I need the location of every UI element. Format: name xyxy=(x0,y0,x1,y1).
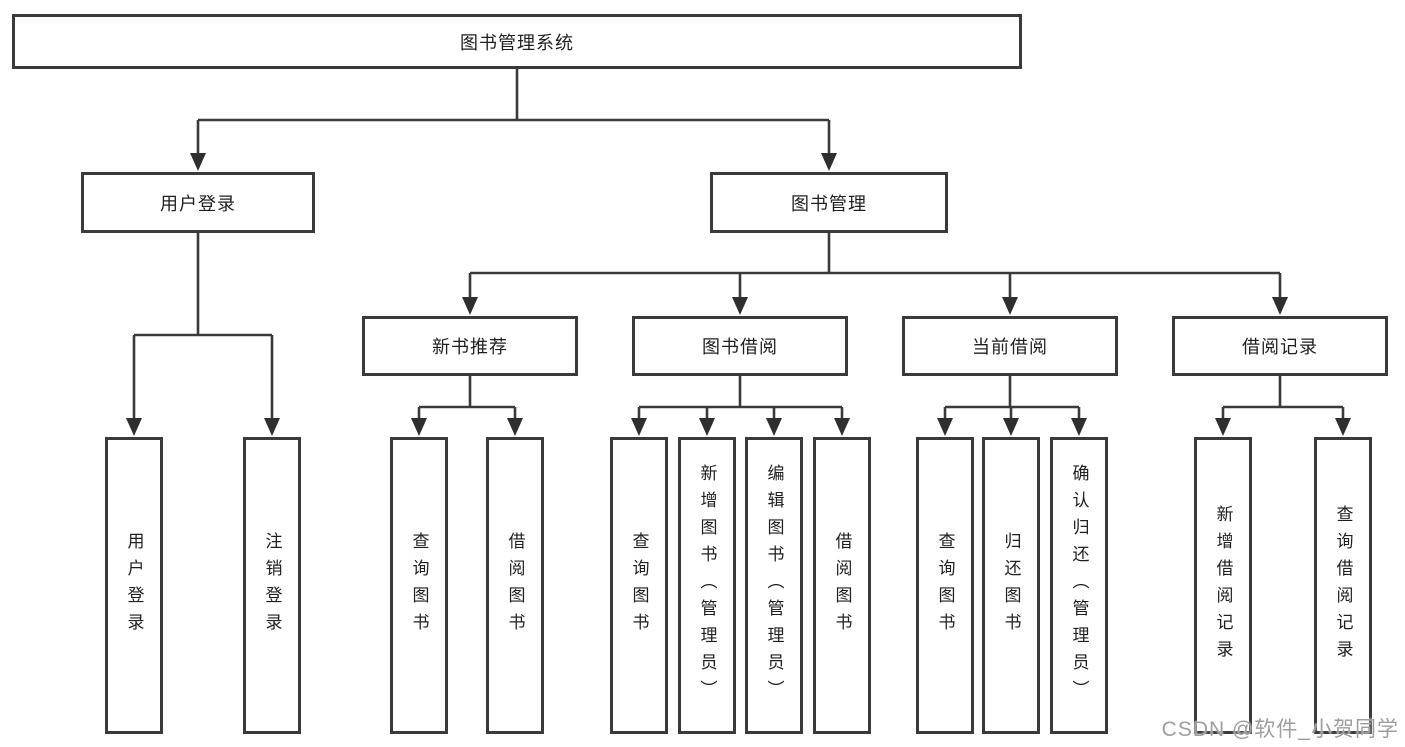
leaf-query-books-current: 查询图书 xyxy=(916,437,974,734)
connector-root-to-level2 xyxy=(196,69,831,154)
connector-newbook-to-leaves xyxy=(417,376,517,419)
leaf-add-books-admin: 新增图书（管理员） xyxy=(678,437,736,734)
node-book-borrow: 图书借阅 xyxy=(632,316,848,376)
leaf-return-books: 归还图书 xyxy=(982,437,1040,734)
connector-bookmgmt-to-level3 xyxy=(468,233,1282,298)
connector-bookborrow-to-leaves xyxy=(637,376,844,419)
leaf-user-login: 用户登录 xyxy=(105,437,163,734)
leaf-borrow-books-recommend: 借阅图书 xyxy=(486,437,544,734)
leaf-query-books-recommend: 查询图书 xyxy=(390,437,448,734)
connector-currentborrow-to-leaves xyxy=(943,376,1081,419)
leaf-edit-books-admin: 编辑图书（管理员） xyxy=(745,437,803,734)
connector-borrowrecords-to-leaves xyxy=(1221,376,1345,419)
leaf-query-books: 查询图书 xyxy=(610,437,668,734)
node-current-borrow: 当前借阅 xyxy=(902,316,1118,376)
watermark: CSDN @软件_小贺同学 xyxy=(1161,718,1399,741)
leaf-confirm-return-admin: 确认归还（管理员） xyxy=(1050,437,1108,734)
node-new-book-recommend: 新书推荐 xyxy=(362,316,578,376)
arrowheads xyxy=(126,153,1351,436)
node-user-login: 用户登录 xyxy=(81,172,315,233)
leaf-add-borrow-record: 新增借阅记录 xyxy=(1194,437,1252,734)
connector-userlogin-to-leaves xyxy=(132,233,274,419)
node-borrow-records: 借阅记录 xyxy=(1172,316,1388,376)
leaf-logout: 注销登录 xyxy=(243,437,301,734)
node-root: 图书管理系统 xyxy=(12,14,1022,69)
node-book-management: 图书管理 xyxy=(710,172,948,233)
leaf-borrow-books: 借阅图书 xyxy=(813,437,871,734)
leaf-query-borrow-record: 查询借阅记录 xyxy=(1314,437,1372,734)
